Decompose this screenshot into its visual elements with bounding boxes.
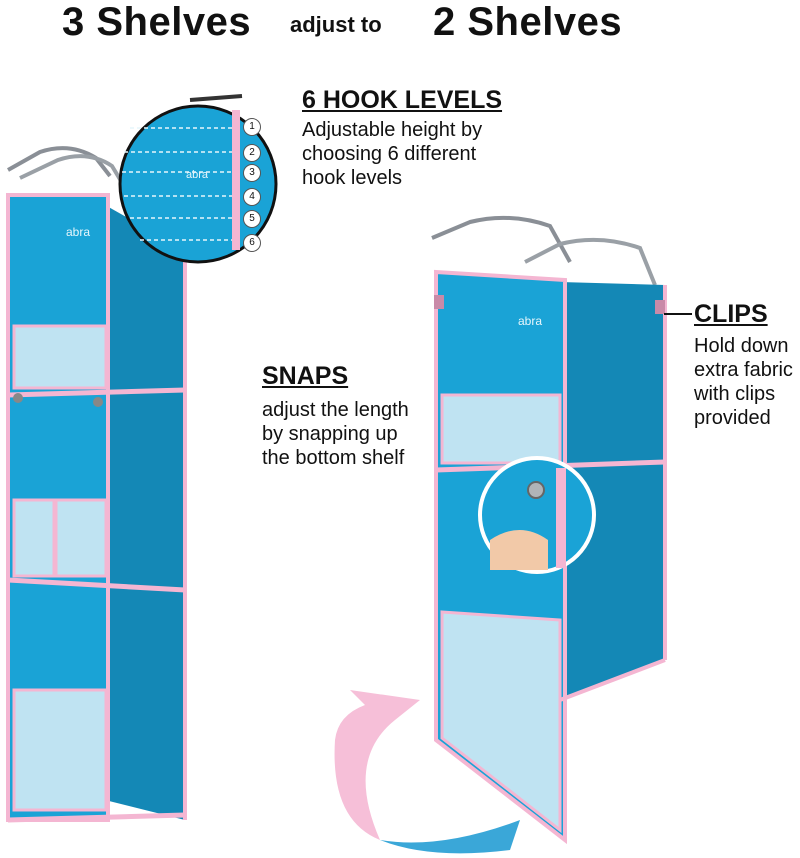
hook-level-marker: 5 bbox=[243, 210, 261, 228]
hook-levels-line: Adjustable height by bbox=[302, 119, 483, 141]
snap-icon bbox=[93, 397, 103, 407]
hanger-icon bbox=[431, 215, 572, 263]
clips-line: Hold down bbox=[694, 335, 789, 357]
hook-levels-zoom: abra bbox=[118, 94, 278, 264]
hook-level-marker: 3 bbox=[243, 164, 261, 182]
hook-level-marker: 6 bbox=[243, 234, 261, 252]
snaps-description: adjust the length by snapping up the bot… bbox=[262, 398, 409, 470]
clips-description: Hold down extra fabric with clips provid… bbox=[694, 334, 793, 430]
hanger-icon bbox=[524, 237, 657, 286]
hook-levels-heading: 6 HOOK LEVELS bbox=[302, 86, 503, 114]
clips-line: provided bbox=[694, 407, 771, 429]
clip-icon bbox=[655, 300, 665, 314]
snaps-heading: SNAPS bbox=[262, 362, 349, 390]
snaps-line: adjust the length bbox=[262, 399, 409, 421]
hook-level-marker: 4 bbox=[243, 188, 261, 206]
shelf-divider bbox=[7, 577, 186, 593]
mesh-pocket bbox=[12, 688, 108, 812]
title-adjust-to: adjust to bbox=[290, 12, 382, 37]
side-panel bbox=[105, 205, 185, 820]
hook-levels-description: Adjustable height by choosing 6 differen… bbox=[302, 118, 482, 190]
shelf-divider bbox=[7, 387, 186, 398]
hook-level-marker: 1 bbox=[243, 118, 261, 136]
mesh-pocket bbox=[12, 324, 108, 390]
snaps-line: by snapping up bbox=[262, 423, 398, 445]
side-panel bbox=[560, 282, 665, 700]
hanger-icon bbox=[7, 146, 112, 178]
hanger-icon bbox=[19, 154, 126, 188]
hook-levels-line: choosing 6 different bbox=[302, 143, 477, 165]
snaps-line: the bottom shelf bbox=[262, 447, 405, 469]
svg-text:abra: abra bbox=[186, 169, 209, 181]
mesh-pocket bbox=[440, 393, 562, 465]
clips-line: extra fabric bbox=[694, 359, 793, 381]
hook-levels-line: hook levels bbox=[302, 167, 403, 189]
mesh-pocket bbox=[12, 498, 56, 578]
clips-line: with clips bbox=[694, 383, 776, 405]
three-shelf-organizer: abra bbox=[6, 146, 187, 823]
curved-arrow-icon bbox=[334, 690, 520, 854]
mesh-pocket bbox=[54, 498, 108, 578]
mesh-pocket bbox=[440, 610, 562, 834]
clips-pointer-line bbox=[664, 313, 692, 315]
snap-zoom bbox=[478, 456, 596, 574]
snap-icon bbox=[527, 481, 545, 499]
title-two-shelves: 2 Shelves bbox=[433, 0, 623, 44]
brand-logo: abra bbox=[518, 314, 542, 328]
hook-level-marker: 2 bbox=[243, 144, 261, 162]
brand-logo: abra bbox=[66, 225, 90, 239]
clip-icon bbox=[434, 295, 444, 309]
title-three-shelves: 3 Shelves bbox=[62, 0, 252, 44]
snap-icon bbox=[13, 393, 23, 403]
clips-heading: CLIPS bbox=[694, 300, 768, 328]
